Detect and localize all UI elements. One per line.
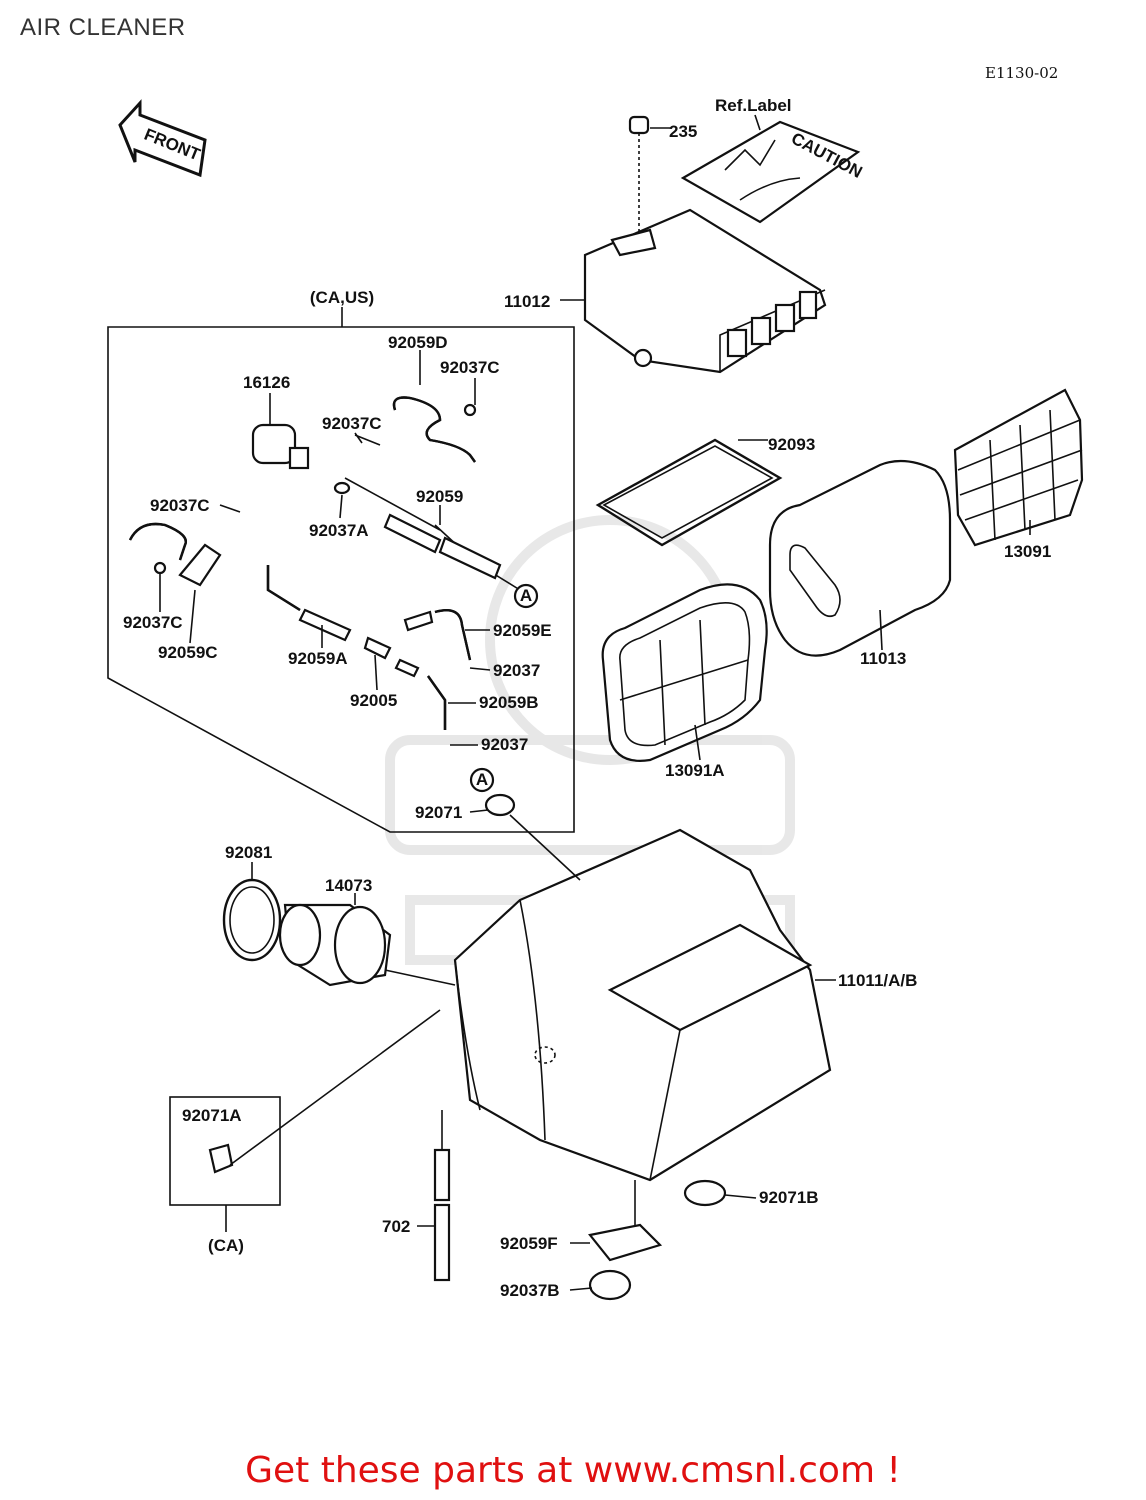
circle-a-label-1: A: [520, 586, 532, 605]
part-label: 92037C: [440, 358, 500, 377]
leader-lines: [159, 114, 1031, 1291]
element-frame-13091: [953, 388, 1084, 547]
front-arrow-icon: FRONT: [118, 99, 207, 178]
ca-us-box: [107, 307, 575, 833]
part-label: 14073: [325, 876, 372, 895]
part-label: 92071: [415, 803, 462, 822]
ca-box: [169, 1096, 281, 1232]
part-label: 92037C: [322, 414, 382, 433]
part-label: 92037: [481, 735, 528, 754]
part-label: 235: [669, 122, 697, 141]
part-label: 92059D: [388, 333, 448, 352]
part-label: 92037A: [309, 521, 369, 540]
gasket-92093: [595, 438, 783, 547]
part-label: 11013: [860, 649, 906, 668]
ring-92081: [222, 878, 282, 962]
part-label: 92037B: [500, 1281, 560, 1300]
part-label: 16126: [243, 373, 290, 392]
emission-hoses: [128, 396, 521, 817]
part-label: 92071B: [759, 1188, 819, 1207]
region-label-ca-us: (CA,US): [310, 288, 374, 307]
part-label: 92037C: [123, 613, 183, 632]
part-label: 13091A: [665, 761, 725, 780]
diagram-code: E1130-02: [985, 64, 1059, 82]
diagram-title: AIR CLEANER: [20, 14, 186, 41]
part-label: 92059F: [500, 1234, 558, 1253]
part-label: 92059E: [493, 621, 552, 640]
filter-element-11013: [768, 459, 952, 657]
duct-14073: [278, 903, 392, 987]
part-label: 92059C: [158, 643, 218, 662]
element-frame-13091a: [601, 583, 768, 762]
part-label: 702: [382, 1217, 410, 1236]
part-label: 92093: [768, 435, 815, 454]
ref-label-plate: CAUTION: [680, 120, 865, 224]
part-label: 92037: [493, 661, 540, 680]
part-label: 92059: [416, 487, 463, 506]
part-label: 11012: [504, 292, 550, 311]
part-label: 92005: [350, 691, 397, 710]
part-label: 92059A: [288, 649, 348, 668]
part-label: 13091: [1004, 542, 1051, 561]
circle-a-label-2: A: [476, 770, 488, 789]
region-label-ca: (CA): [208, 1236, 244, 1255]
part-label: 92037C: [150, 496, 210, 515]
upper-housing-11012: [583, 208, 827, 374]
part-label: 92059B: [479, 693, 539, 712]
part-labels: Ref.Label 235 11012 92093 13091 11013 13…: [123, 96, 1051, 1300]
drain-parts: [208, 583, 727, 1301]
cta-link[interactable]: Get these parts at www.cmsnl.com !: [245, 1450, 901, 1491]
part-label: Ref.Label: [715, 96, 792, 115]
part-label: 92081: [225, 843, 272, 862]
main-housing-11011: [453, 828, 832, 1182]
part-label: 92071A: [182, 1106, 242, 1125]
part-label: 11011/A/B: [838, 971, 917, 990]
